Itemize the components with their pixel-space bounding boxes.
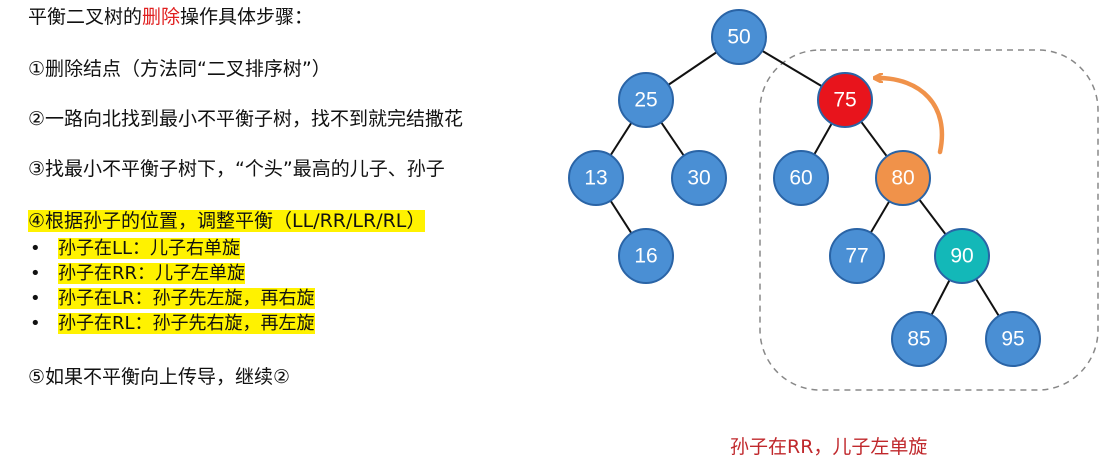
rotation-rules-list: •孙子在LL：儿子右单旋 •孙子在RR：儿子左单旋 •孙子在LR：孙子先左旋，再… bbox=[28, 236, 315, 336]
node-label: 13 bbox=[584, 167, 607, 190]
rule-rl: 孙子在RL：孙子先右旋，再左旋 bbox=[58, 313, 315, 334]
node-label: 90 bbox=[950, 245, 973, 268]
tree-node-95: 95 bbox=[985, 311, 1041, 367]
node-circle bbox=[711, 9, 767, 65]
node-circle bbox=[985, 311, 1041, 367]
list-item: •孙子在LL：儿子右单旋 bbox=[30, 238, 241, 259]
title: 平衡二叉树的删除操作具体步骤： bbox=[28, 4, 313, 30]
step-4: ④根据孙子的位置，调整平衡（LL/RR/LR/RL） bbox=[28, 208, 426, 234]
tree-node-80: 80 bbox=[875, 150, 931, 206]
caption: 孙子在RR，儿子左单旋 bbox=[730, 436, 928, 458]
step-1: ①删除结点（方法同“二叉排序树”） bbox=[28, 58, 331, 80]
node-label: 60 bbox=[789, 167, 812, 190]
node-circle bbox=[773, 150, 829, 206]
node-circle bbox=[618, 72, 674, 128]
title-prefix: 平衡二叉树的 bbox=[28, 6, 143, 28]
step-2: ②一路向北找到最小不平衡子树，找不到就完结撒花 bbox=[28, 108, 464, 130]
node-label: 95 bbox=[1001, 328, 1024, 351]
node-label: 25 bbox=[634, 89, 657, 112]
rule-rr: 孙子在RR：儿子左单旋 bbox=[58, 263, 246, 284]
node-circle bbox=[891, 311, 947, 367]
node-circle bbox=[671, 150, 727, 206]
tree-node-30: 30 bbox=[671, 150, 727, 206]
tree-node-75: 75 bbox=[817, 72, 873, 128]
tree-nodes: 50 25 75 13 30 60 80 16 77 90 85 95 bbox=[568, 9, 1041, 367]
step-3: ③找最小不平衡子树下，“个头”最高的儿子、孙子 bbox=[28, 158, 445, 180]
node-circle bbox=[618, 228, 674, 284]
tree-node-60: 60 bbox=[773, 150, 829, 206]
node-label: 16 bbox=[634, 245, 657, 268]
node-circle bbox=[875, 150, 931, 206]
node-circle bbox=[934, 228, 990, 284]
node-label: 75 bbox=[833, 89, 856, 112]
rule-ll: 孙子在LL：儿子右单旋 bbox=[58, 238, 241, 259]
subtree-highlight-box bbox=[759, 49, 1099, 391]
rotation-arrow bbox=[878, 78, 945, 155]
tree-node-77: 77 bbox=[829, 228, 885, 284]
tree-node-16: 16 bbox=[618, 228, 674, 284]
node-label: 80 bbox=[891, 167, 914, 190]
tree-node-13: 13 bbox=[568, 150, 624, 206]
node-circle bbox=[817, 72, 873, 128]
title-suffix: 操作具体步骤： bbox=[180, 6, 314, 28]
list-item: •孙子在RL：孙子先右旋，再左旋 bbox=[30, 313, 315, 334]
node-label: 50 bbox=[727, 26, 750, 49]
step-5: ⑤如果不平衡向上传导，继续② bbox=[28, 366, 291, 388]
node-circle bbox=[829, 228, 885, 284]
node-label: 77 bbox=[845, 245, 868, 268]
title-emphasis: 删除 bbox=[142, 6, 181, 28]
tree-node-90: 90 bbox=[934, 228, 990, 284]
list-item: •孙子在LR：孙子先左旋，再右旋 bbox=[30, 288, 315, 309]
rule-lr: 孙子在LR：孙子先左旋，再右旋 bbox=[58, 288, 315, 309]
tree-node-25: 25 bbox=[618, 72, 674, 128]
step-4-text: ④根据孙子的位置，调整平衡（LL/RR/LR/RL） bbox=[28, 210, 426, 232]
tree-node-85: 85 bbox=[891, 311, 947, 367]
node-label: 30 bbox=[687, 167, 710, 190]
tree-node-50: 50 bbox=[711, 9, 767, 65]
node-label: 85 bbox=[907, 328, 930, 351]
node-circle bbox=[568, 150, 624, 206]
list-item: •孙子在RR：儿子左单旋 bbox=[30, 263, 246, 284]
